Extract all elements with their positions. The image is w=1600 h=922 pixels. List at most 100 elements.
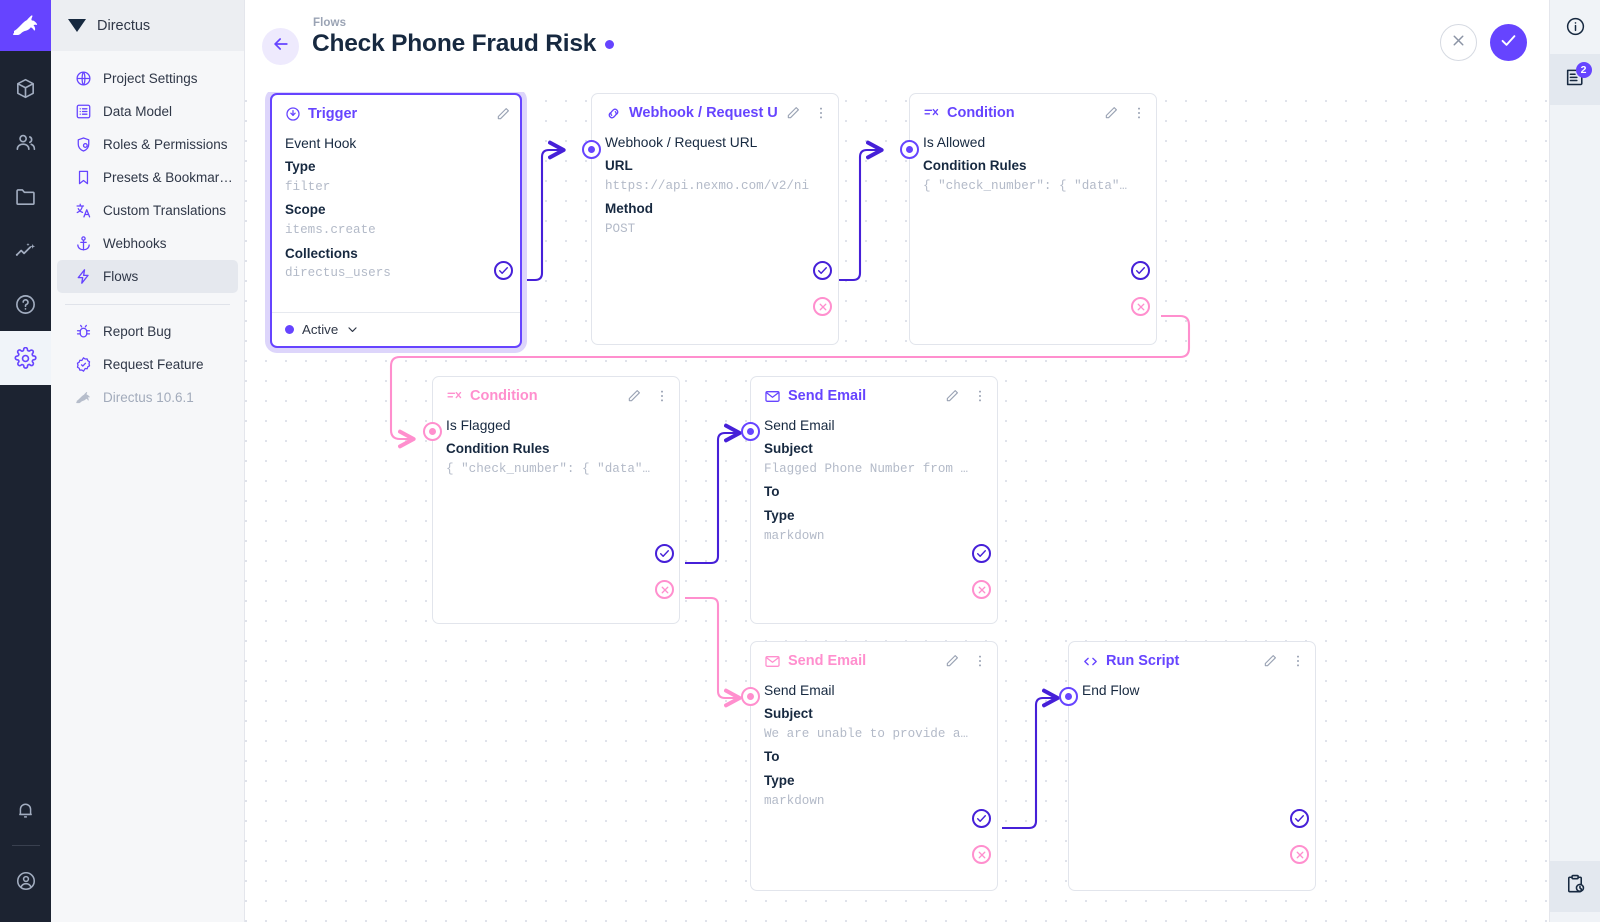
node-options-icon[interactable] [1290, 653, 1306, 669]
field-key: Scope [285, 202, 326, 218]
edit-pencil-icon[interactable] [944, 388, 960, 404]
field-key: Type [285, 159, 316, 175]
port-send-email-flagged-resolve[interactable] [972, 544, 991, 563]
save-button[interactable] [1490, 24, 1527, 61]
sidebar-item-request-feature[interactable]: Request Feature [57, 348, 238, 381]
sidebar-item-custom-translations[interactable]: Custom Translations [57, 194, 238, 227]
clipboard-clock-icon [1564, 873, 1586, 900]
node-body: Send Email Subject We are unable to prov… [751, 680, 997, 821]
toolbar-actions [1440, 24, 1527, 61]
port-send-email-unable-resolve[interactable] [972, 809, 991, 828]
rail-item-settings[interactable] [0, 331, 51, 385]
sidebar-title: Directus [97, 17, 151, 34]
sidebar-item-presets-bookmarks[interactable]: Presets & Bookmar… [57, 161, 238, 194]
code-icon [1082, 653, 1099, 670]
port-webhook-input[interactable] [582, 140, 601, 159]
node-header: Send Email [751, 377, 997, 415]
port-run-script-resolve[interactable] [1290, 809, 1309, 828]
cancel-button[interactable] [1440, 24, 1477, 61]
node-options-icon[interactable] [654, 388, 670, 404]
sidebar-item-webhooks[interactable]: Webhooks [57, 227, 238, 260]
flow-canvas[interactable]: Trigger Event Hook Type filter Scope ite… [245, 0, 1549, 922]
node-name: Event Hook [285, 136, 357, 151]
node-header: Send Email [751, 642, 997, 680]
account-avatar-icon[interactable] [0, 854, 51, 908]
sidebar-item-roles-permissions[interactable]: Roles & Permissions [57, 128, 238, 161]
flow-node-send-email-flagged[interactable]: Send Email Send Email Subject Flagged Ph… [750, 376, 998, 624]
flow-node-send-email-unable[interactable]: Send Email Send Email Subject We are una… [750, 641, 998, 891]
node-header: Webhook / Request U [592, 94, 838, 132]
anchor-icon [74, 235, 92, 253]
notifications-bell-icon[interactable] [0, 783, 51, 837]
sidebar-item-project-settings[interactable]: Project Settings [57, 62, 238, 95]
rail-item-user-directory[interactable] [0, 115, 51, 169]
field-key: Condition Rules [446, 441, 550, 457]
edit-pencil-icon[interactable] [1262, 653, 1278, 669]
flow-node-condition-flagged[interactable]: Condition Is Flagged Condition Rules { "… [432, 376, 680, 624]
sidebar-divider [65, 304, 230, 305]
node-body: Event Hook Type filter Scope items.creat… [272, 133, 520, 294]
back-button[interactable] [262, 28, 299, 65]
node-options-icon[interactable] [972, 388, 988, 404]
node-title: Run Script [1106, 653, 1180, 669]
flow-node-trigger[interactable]: Trigger Event Hook Type filter Scope ite… [270, 93, 522, 348]
field-value: { "check_number": { "data"… [446, 461, 651, 476]
port-condition-flagged-reject[interactable] [655, 580, 674, 599]
settings-sidebar: Directus Project Settings Data M [51, 0, 245, 922]
node-options-icon[interactable] [972, 653, 988, 669]
edit-pencil-icon[interactable] [626, 388, 642, 404]
field-key: To [764, 749, 780, 765]
port-send-email-unable-input[interactable] [741, 687, 760, 706]
sidebar-item-label: Request Feature [103, 357, 204, 372]
edit-pencil-icon[interactable] [1103, 105, 1119, 121]
rail-item-file-library[interactable] [0, 169, 51, 223]
port-run-script-reject[interactable] [1290, 845, 1309, 864]
sidebar-item-label: Flows [103, 269, 139, 284]
edit-pencil-icon[interactable] [785, 105, 801, 121]
port-webhook-resolve[interactable] [813, 261, 832, 280]
port-trigger-resolve[interactable] [494, 261, 513, 280]
port-send-email-flagged-input[interactable] [741, 422, 760, 441]
port-condition-flagged-resolve[interactable] [655, 544, 674, 563]
chevron-down-icon[interactable] [346, 323, 359, 336]
breadcrumb[interactable]: Flows [313, 17, 347, 29]
node-options-icon[interactable] [1131, 105, 1147, 121]
node-options-icon[interactable] [813, 105, 829, 121]
field-key: Type [764, 508, 795, 524]
sidebar-item-flows[interactable]: Flows [57, 260, 238, 293]
flow-node-run-script[interactable]: Run Script End Flow [1068, 641, 1316, 891]
port-send-email-flagged-reject[interactable] [972, 580, 991, 599]
info-button[interactable] [1550, 3, 1600, 54]
rail-item-content[interactable] [0, 61, 51, 115]
sidebar-item-report-bug[interactable]: Report Bug [57, 315, 238, 348]
status-badge [605, 39, 615, 49]
activity-button[interactable] [1549, 861, 1600, 912]
node-footer[interactable]: Active [272, 312, 520, 346]
logs-button[interactable]: 2 [1549, 54, 1600, 105]
rabbit-logo-icon[interactable] [0, 0, 51, 51]
shield-user-icon [74, 136, 92, 154]
field-value: POST [605, 222, 636, 237]
page-title-text: Check Phone Fraud Risk [312, 30, 597, 57]
rabbit-small-icon [74, 389, 92, 407]
flow-node-condition-allowed[interactable]: Condition Is Allowed Condition Rules { "… [909, 93, 1157, 345]
flow-node-webhook[interactable]: Webhook / Request U Webhook / Request UR… [591, 93, 839, 345]
port-send-email-unable-reject[interactable] [972, 845, 991, 864]
sidebar-item-label: Project Settings [103, 71, 198, 86]
rail-item-docs[interactable] [0, 277, 51, 331]
port-webhook-reject[interactable] [813, 297, 832, 316]
field-value: https://api.nexmo.com/v2/ni [605, 178, 810, 193]
port-condition-flagged-input[interactable] [423, 422, 442, 441]
edit-pencil-icon[interactable] [495, 106, 511, 122]
port-condition-allowed-reject[interactable] [1131, 297, 1150, 316]
port-condition-allowed-input[interactable] [900, 140, 919, 159]
field-value: Flagged Phone Number from … [764, 461, 969, 476]
port-condition-allowed-resolve[interactable] [1131, 261, 1150, 280]
sidebar-item-data-model[interactable]: Data Model [57, 95, 238, 128]
sidebar-item-label: Presets & Bookmar… [103, 170, 233, 185]
port-run-script-input[interactable] [1059, 687, 1078, 706]
rail-item-insights[interactable] [0, 223, 51, 277]
edit-pencil-icon[interactable] [944, 653, 960, 669]
node-body: Is Flagged Condition Rules { "check_numb… [433, 415, 679, 489]
